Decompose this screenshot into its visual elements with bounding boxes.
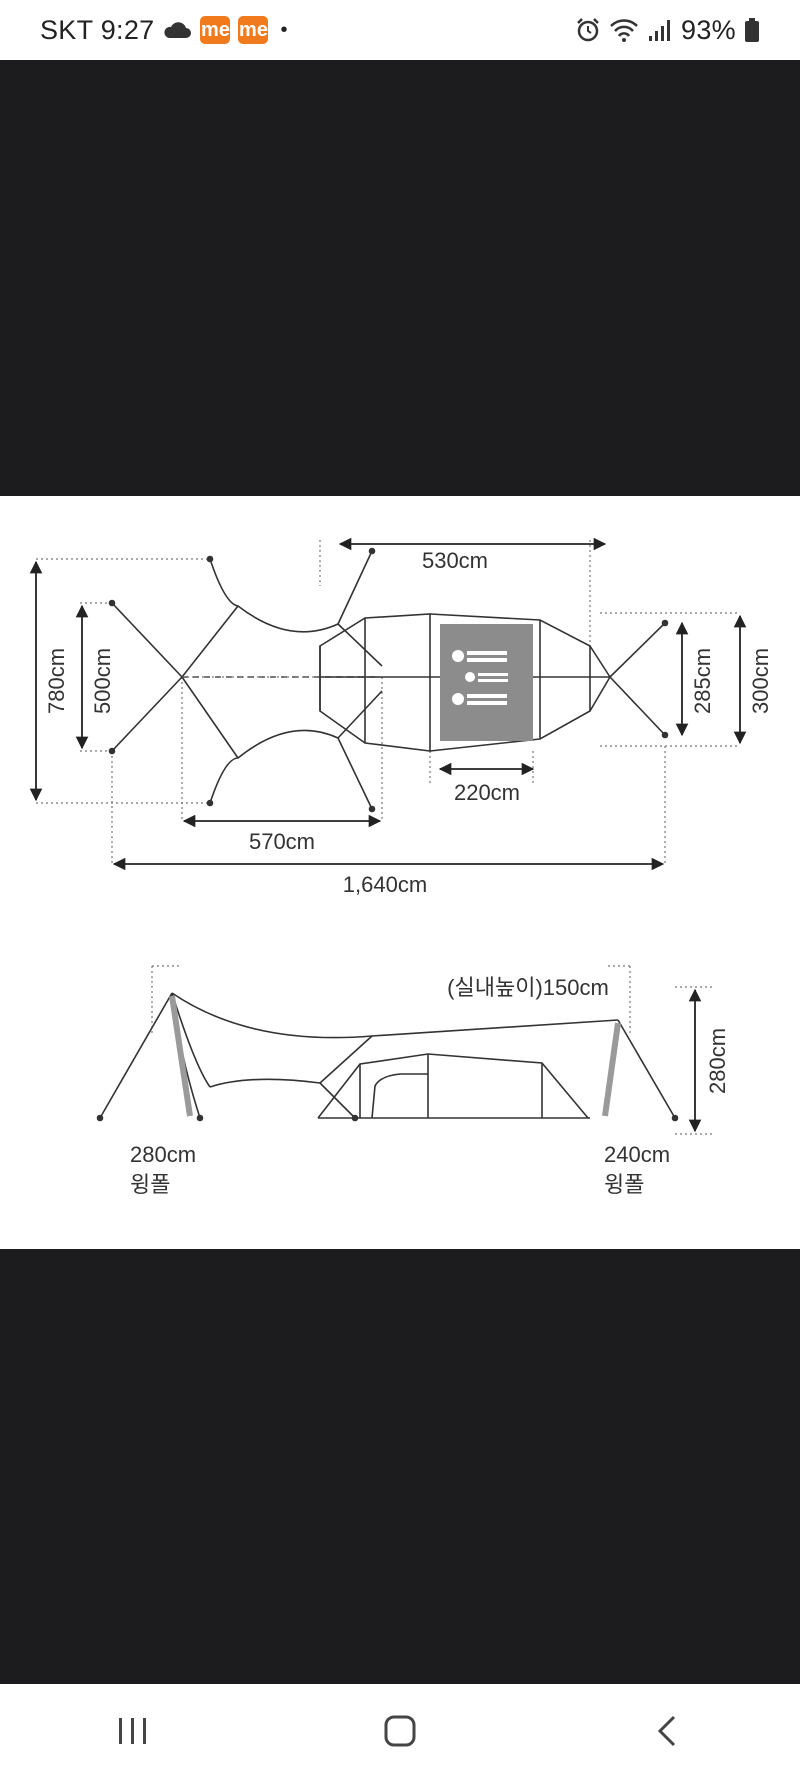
label-1640cm: 1,640cm [343,872,427,897]
label-right-pole-name: 윙폴 [604,1172,644,1197]
label-285cm: 285cm [690,648,715,714]
status-left: SKT 9:27 me me • [40,15,288,46]
label-interior-height: (실내높이)150cm [447,975,609,1000]
battery-percent: 93% [681,14,736,45]
signal-icon [649,20,671,41]
right-wing-pole [602,1022,621,1117]
tent-dimension-diagram[interactable]: 530cm 780cm 500cm 285cm 300cm 220cm 570c… [0,496,800,1249]
label-530cm: 530cm [422,548,488,573]
sleeping-figures-icon [452,650,508,705]
diagram-svg: 530cm 780cm 500cm 285cm 300cm 220cm 570c… [29,537,773,1197]
label-height-280cm: 280cm [705,1028,730,1094]
alarm-icon [577,18,599,42]
left-wing-pole [169,995,193,1117]
status-right: 93% [575,15,760,46]
top-view [29,537,747,871]
cloud-icon [164,22,192,38]
status-bar: SKT 9:27 me me • 93% [0,0,800,60]
navigation-bar [0,1684,800,1778]
recent-apps-button[interactable] [93,1701,173,1761]
more-notifications-dot: • [280,18,288,41]
dimension-arrows [29,537,747,871]
inner-tent [440,624,533,741]
image-viewer-background-bottom [0,1249,800,1684]
me-app-badge: me [200,16,231,44]
label-right-pole-length: 240cm [604,1142,670,1167]
label-left-pole-name: 윙폴 [130,1172,170,1197]
image-viewer-background-top [0,60,800,496]
side-view [96,965,715,1135]
home-icon [384,1715,416,1747]
wifi-icon [610,19,638,42]
label-570cm: 570cm [249,829,315,854]
label-left-pole-length: 280cm [130,1142,196,1167]
battery-icon [745,18,759,42]
label-500cm: 500cm [90,648,115,714]
back-icon [657,1715,675,1747]
label-780cm: 780cm [44,648,69,714]
label-300cm: 300cm [748,648,773,714]
home-button[interactable] [360,1701,440,1761]
back-button[interactable] [627,1701,707,1761]
label-220cm: 220cm [454,780,520,805]
recent-apps-icon [119,1718,147,1744]
carrier-time: SKT 9:27 [40,14,155,45]
me-app-badge-2: me [238,16,269,44]
